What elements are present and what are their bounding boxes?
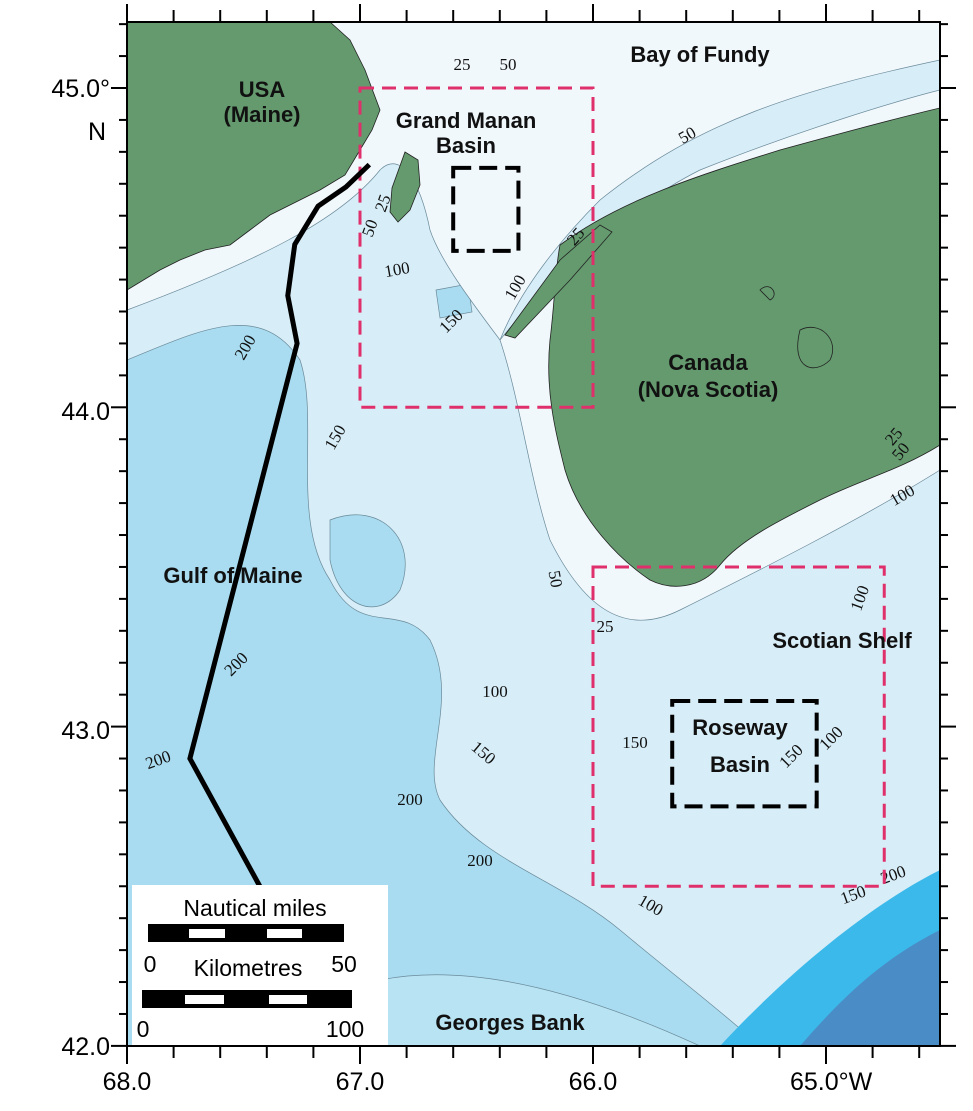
y-tick-45: 45.0° [51,75,110,103]
land-grand-manan [389,151,421,223]
label-bay-of-fundy: Bay of Fundy [630,42,770,67]
deep-water-gulf-of-maine [127,325,761,1046]
lake [759,286,833,369]
basin-box-2 [670,699,819,809]
study-area-box-1 [358,86,595,409]
axis-ticks [111,4,956,1064]
label-georges-bank: Georges Bank [435,1010,585,1035]
x-tick-66: 66.0 [569,1068,618,1096]
label-maine: (Maine) [224,102,301,127]
contour-label: 25 [597,617,614,636]
contour-label: 50 [545,569,567,589]
international-boundary-line [187,162,372,888]
y-unit: N [88,118,106,146]
boxes [358,86,886,888]
study-area-box-2 [591,565,886,888]
contour-label: 200 [397,790,423,809]
map-frame [126,21,941,1047]
label-roseway: Roseway [692,715,788,740]
label-roseway-basin: Basin [710,752,770,777]
deep-water-jordan [329,514,406,608]
deep-patch [435,283,473,319]
contour-label: 150 [622,733,648,752]
contour-label: 100 [482,682,508,701]
contour-label: 100 [383,258,411,281]
contour-label: 25 [371,192,395,214]
scale-nautical-end: 50 [331,951,357,977]
label-gulf-of-maine: Gulf of Maine [163,563,302,588]
scale-km-end: 100 [326,1016,364,1042]
abyss-water [800,930,940,1046]
y-tick-44: 44.0 [61,398,110,426]
label-grand-manan: Grand Manan [396,108,537,133]
scale-nautical-start: 0 [144,951,157,977]
label-canada: Canada [668,350,748,375]
scale-nautical-title: Nautical miles [183,895,326,921]
y-tick-43: 43.0 [61,717,110,745]
contour-label: 50 [358,217,382,239]
y-tick-42: 42.0 [61,1033,110,1061]
scale-km-start: 0 [137,1016,150,1042]
label-nova-scotia: (Nova Scotia) [638,377,779,402]
label-scotian-shelf: Scotian Shelf [772,628,912,653]
x-tick-67: 67.0 [336,1068,385,1096]
contour-label: 200 [467,851,493,870]
label-usa: USA [239,77,286,102]
x-tick-68: 68.0 [103,1068,152,1096]
scale-km-title: Kilometres [194,955,303,981]
x-tick-65: 65.0°W [790,1068,873,1096]
contour-label: 25 [454,55,471,74]
deep-water-georges [379,974,701,1046]
contour-label: 50 [500,55,517,74]
land-digby-neck [504,224,613,339]
land-nova-scotia [548,107,940,587]
scale-bar: Nautical miles 0 Kilometres 50 0 100 [132,885,388,1045]
label-grand-manan-basin: Basin [436,133,496,158]
land-maine [127,22,381,291]
basin-box-1 [451,165,521,253]
